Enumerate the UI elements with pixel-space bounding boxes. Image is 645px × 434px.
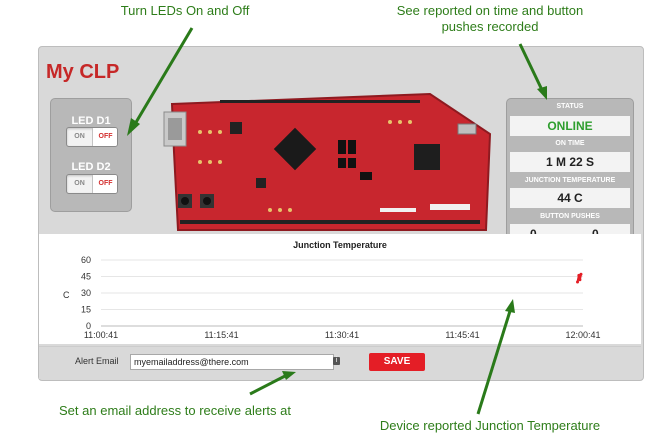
arrow-to-chart [476, 310, 512, 415]
x-tick-label: 11:15:41 [204, 330, 238, 340]
annotation-status-line1: See reported on time and button [396, 3, 584, 18]
led-d1-toggle[interactable]: ON OFF [66, 127, 118, 147]
arrow-head-status [537, 86, 547, 100]
junction-temperature-value: 44 C [510, 188, 630, 208]
alert-email-input[interactable] [130, 354, 334, 370]
info-icon[interactable]: i [333, 357, 340, 365]
temperature-data-point [579, 272, 583, 276]
x-tick-label: 11:00:41 [84, 330, 118, 340]
button-pushes-header: BUTTON PUSHES [540, 213, 600, 220]
annotation-leds: Turn LEDs On and Off [120, 3, 250, 18]
led-d2-toggle[interactable]: ON OFF [66, 174, 118, 194]
annotation-email: Set an email address to receive alerts a… [59, 403, 291, 418]
temperature-data-point [578, 278, 582, 282]
status-header: STATUS [556, 103, 584, 110]
arrow-to-status [518, 43, 544, 91]
junction-temperature-header: JUNCTION TEMPERATURE [524, 177, 616, 184]
led-d2-off-label: OFF [92, 175, 117, 193]
arrow-head-leds [127, 118, 140, 136]
status-panel: STATUS ONLINE ON TIME 1 M 22 S JUNCTION … [506, 98, 634, 244]
save-button[interactable]: SAVE [369, 353, 425, 371]
status-value: ONLINE [510, 116, 630, 136]
y-tick-label: 45 [81, 272, 91, 282]
led-d1-on-label: ON [74, 133, 85, 140]
temperature-series-line [576, 274, 582, 283]
x-tick-label: 11:30:41 [325, 330, 359, 340]
launchpad-board-image [163, 92, 492, 231]
led-d2-on-label: ON [74, 180, 85, 187]
alert-email-bar: Alert Email i SAVE [39, 346, 641, 379]
app-title: My CLP [46, 61, 120, 83]
annotation-temperature: Device reported Junction Temperature [379, 418, 601, 433]
chart-title: Junction Temperature [293, 240, 387, 250]
y-tick-label: 60 [81, 255, 91, 265]
arrow-head-chart [505, 299, 515, 313]
y-tick-label: 30 [81, 288, 91, 298]
arrow-head-email [282, 371, 296, 380]
temperature-data-point [576, 280, 580, 284]
arrow-to-leds [133, 27, 194, 125]
chart-plot: 0 15 30 45 60C 11:00:41 11:15:41 11:30:41 11:45:… [63, 255, 601, 340]
led-d1-label: LED D1 [71, 115, 111, 127]
annotation-status-line2: pushes recorded [441, 19, 539, 34]
arrow-to-email [249, 374, 286, 396]
led-d1-off-label: OFF [92, 128, 117, 146]
on-time-header: ON TIME [555, 140, 585, 147]
alert-email-label: Alert Email [75, 356, 119, 366]
x-tick-label: 12:00:41 [565, 330, 600, 340]
led-d2-label: LED D2 [71, 161, 111, 173]
annotation-status: See reported on time and button pushes r… [370, 3, 610, 35]
y-tick-label: 0 [86, 321, 91, 331]
led-control-panel: LED D1 ON OFF LED D2 ON OFF [50, 98, 132, 212]
x-tick-label: 11:45:41 [445, 330, 479, 340]
on-time-value: 1 M 22 S [510, 152, 630, 172]
y-tick-label: 15 [81, 305, 91, 315]
y-axis-label: C [63, 290, 70, 300]
